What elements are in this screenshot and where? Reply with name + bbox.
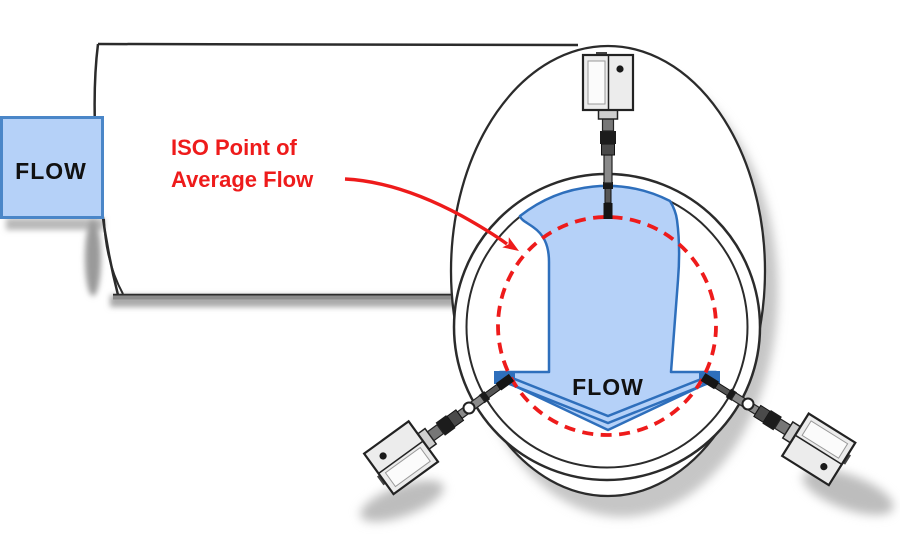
iso-annotation: ISO Point of Average Flow bbox=[171, 135, 519, 251]
flow-profile-arrow: FLOW bbox=[494, 184, 720, 432]
flow-arrow-chevron-1 bbox=[501, 372, 715, 418]
cross-section-flow-label: FLOW bbox=[572, 374, 644, 400]
flow-arrow-chevron-2 bbox=[501, 379, 715, 425]
right-sensor-ball-joint-icon bbox=[741, 397, 755, 411]
pipe-end-cap-inner bbox=[103, 218, 124, 295]
horizontal-pipe bbox=[93, 42, 579, 300]
inlet-flow-label: FLOW bbox=[15, 158, 87, 184]
iso-annotation-leader-line bbox=[344, 177, 508, 246]
pipe-top-edge bbox=[97, 42, 579, 47]
flow-arrow-shape bbox=[498, 184, 718, 432]
left-sensor-ball-joint-icon bbox=[462, 401, 476, 415]
iso-annotation-arrowhead bbox=[502, 237, 519, 251]
iso-annotation-line1: ISO Point of bbox=[171, 135, 298, 160]
iso-average-flow-circle bbox=[496, 215, 718, 437]
inlet-flow-box: FLOW bbox=[0, 116, 104, 219]
iso-annotation-line2: Average Flow bbox=[171, 167, 314, 192]
